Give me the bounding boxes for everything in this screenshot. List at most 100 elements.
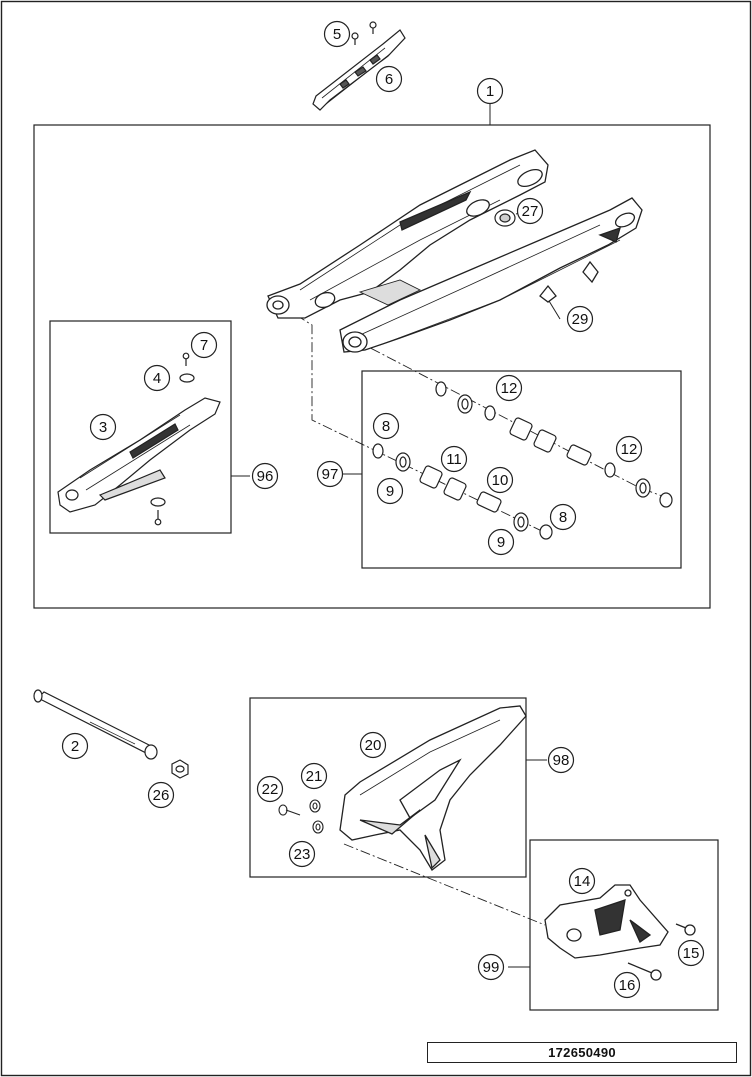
callout-circle	[568, 867, 596, 895]
callout-c8b: 8	[549, 503, 577, 531]
swingarm-part-1	[266, 149, 643, 353]
callout-c96: 96	[251, 462, 279, 490]
callout-circle	[487, 528, 515, 556]
callout-circle	[547, 746, 575, 774]
callout-c22: 22	[256, 775, 284, 803]
callout-c12a: 12	[495, 374, 523, 402]
callout-c4: 4	[143, 364, 171, 392]
callout-circle	[372, 412, 400, 440]
callout-circle	[677, 939, 705, 967]
callout-c2: 2	[61, 732, 89, 760]
callout-c23: 23	[288, 840, 316, 868]
callout-label: 11	[446, 451, 462, 468]
callout-c20: 20	[359, 731, 387, 759]
callout-label: 7	[200, 337, 208, 354]
callout-c21: 21	[300, 762, 328, 790]
callout-c7: 7	[190, 331, 218, 359]
callout-c14: 14	[568, 867, 596, 895]
callout-c3: 3	[89, 413, 117, 441]
callout-circle	[495, 374, 523, 402]
callout-c9b: 9	[487, 528, 515, 556]
chain-slider-part-6	[312, 21, 406, 111]
callout-c27: 27	[516, 197, 544, 225]
callout-label: 3	[99, 419, 107, 436]
callout-circle	[516, 197, 544, 225]
chain-guide-part-14	[544, 884, 696, 981]
callout-label: 29	[572, 311, 589, 328]
callout-circle	[477, 953, 505, 981]
callout-c6: 6	[375, 65, 403, 93]
callout-circle	[143, 364, 171, 392]
callout-circle	[323, 20, 351, 48]
group-box-97	[361, 370, 682, 569]
callout-label: 12	[501, 380, 518, 397]
callout-circle	[549, 503, 577, 531]
chain-slider-part-3	[57, 352, 221, 526]
callout-label: 21	[306, 768, 323, 785]
bushing-part-27	[494, 209, 516, 227]
callout-circle	[288, 840, 316, 868]
callout-label: 6	[385, 71, 393, 88]
bearing-kit-parts	[372, 381, 673, 540]
callout-circle	[486, 466, 514, 494]
callout-circle	[613, 971, 641, 999]
callout-c26: 26	[147, 781, 175, 809]
callout-circle	[615, 435, 643, 463]
callout-label: 15	[683, 945, 700, 962]
callout-circle	[300, 762, 328, 790]
callout-c15: 15	[677, 939, 705, 967]
callout-label: 23	[294, 846, 311, 863]
callout-c8a: 8	[372, 412, 400, 440]
callout-circle	[61, 732, 89, 760]
group-box-swingarm	[33, 124, 711, 609]
callout-c10: 10	[486, 466, 514, 494]
callout-c29: 29	[566, 305, 594, 333]
callout-label: 20	[365, 737, 382, 754]
callout-label: 96	[257, 468, 274, 485]
part-number: 172650490	[548, 1045, 616, 1060]
callout-c97: 97	[316, 460, 344, 488]
callout-label: 8	[559, 509, 567, 526]
callout-label: 9	[386, 483, 394, 500]
callout-c5: 5	[323, 20, 351, 48]
callout-label: 8	[382, 418, 390, 435]
callout-circle	[376, 477, 404, 505]
callout-circle	[256, 775, 284, 803]
callout-label: 27	[522, 203, 539, 220]
callout-c1: 1	[476, 77, 504, 105]
callout-c98: 98	[547, 746, 575, 774]
callout-circle	[89, 413, 117, 441]
callout-circle	[359, 731, 387, 759]
callout-circle	[476, 77, 504, 105]
callout-label: 2	[71, 738, 79, 755]
callout-c99: 99	[477, 953, 505, 981]
callout-label: 12	[621, 441, 638, 458]
callout-label: 99	[483, 959, 500, 976]
callout-label: 10	[492, 472, 509, 489]
chain-guard-part-20	[339, 705, 527, 871]
callouts: 1234567889910111212141516202122232627299…	[61, 20, 705, 999]
callout-circle	[251, 462, 279, 490]
callout-circle	[566, 305, 594, 333]
callout-label: 98	[553, 752, 570, 769]
callout-circle	[375, 65, 403, 93]
callout-label: 97	[322, 466, 339, 483]
callout-circle	[147, 781, 175, 809]
callout-circle	[440, 445, 468, 473]
callout-label: 9	[497, 534, 505, 551]
callout-label: 22	[262, 781, 279, 798]
callout-c12b: 12	[615, 435, 643, 463]
callout-circle	[190, 331, 218, 359]
callout-label: 16	[619, 977, 636, 994]
assembly-axes	[295, 314, 666, 926]
group-box-98	[249, 697, 527, 878]
callout-label: 5	[333, 26, 341, 43]
part-number-box: 172650490	[427, 1042, 737, 1063]
callout-label: 26	[153, 787, 170, 804]
callout-label: 14	[574, 873, 591, 890]
group-box-96	[49, 320, 232, 534]
callout-c11: 11	[440, 445, 468, 473]
